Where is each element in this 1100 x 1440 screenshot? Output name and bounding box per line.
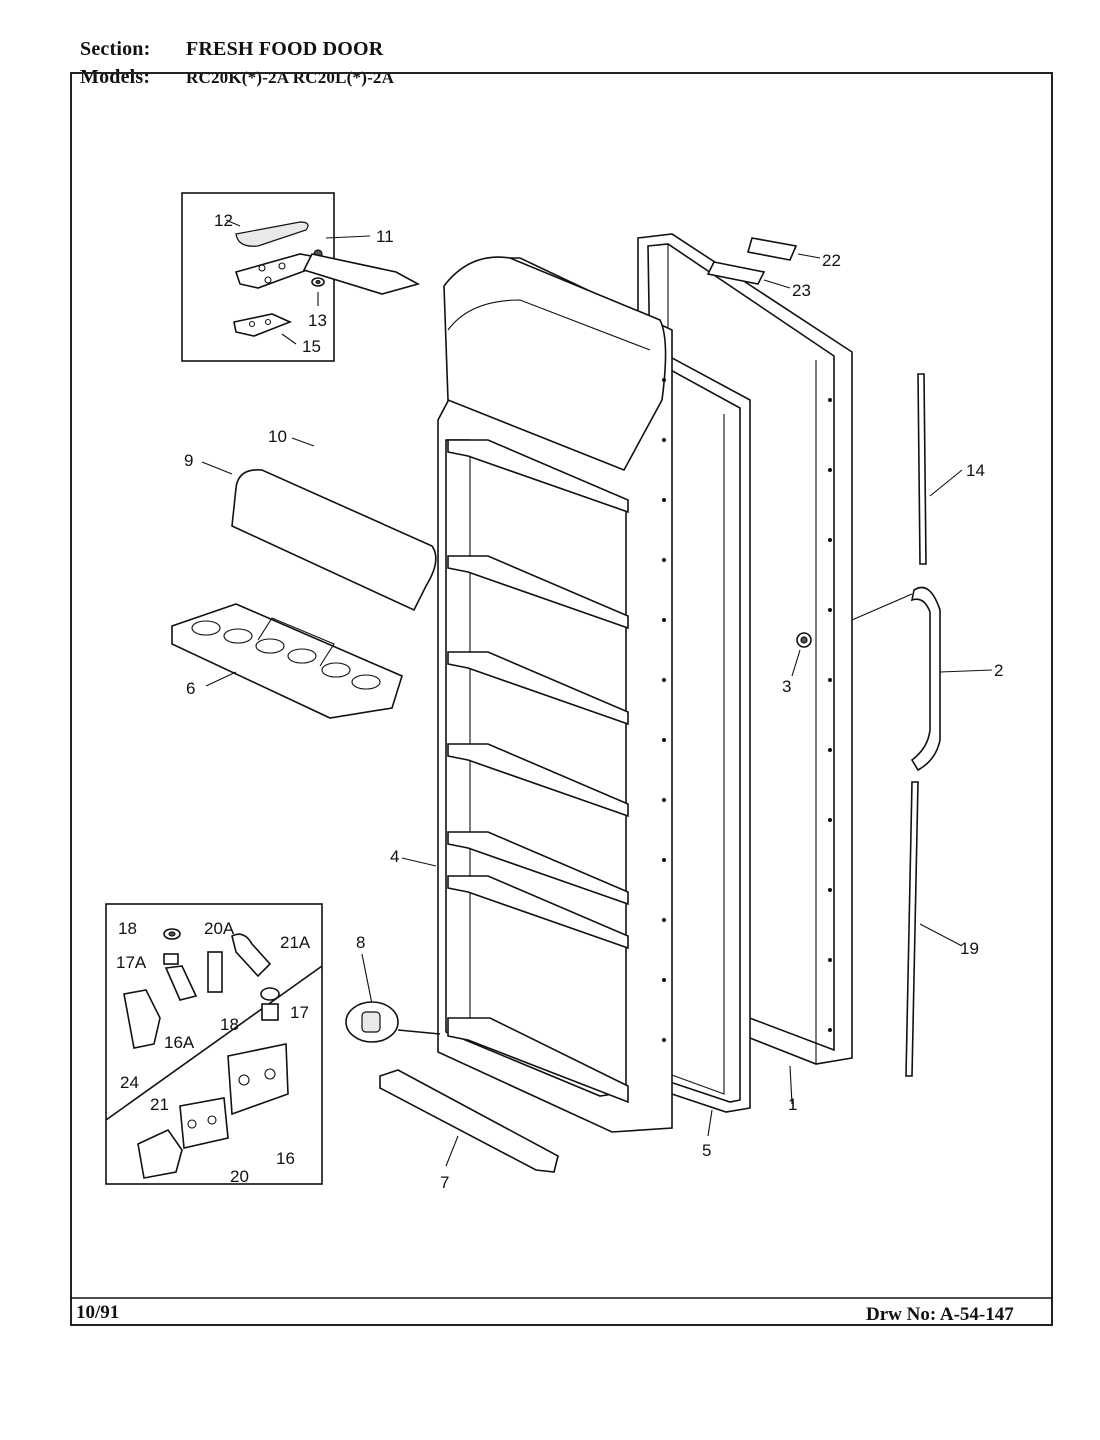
- trim-piece-23-drawing: [706, 261, 766, 285]
- callout-21: 21: [150, 1095, 169, 1114]
- drawing-number: Drw No: A-54-147: [866, 1304, 1014, 1325]
- handle-trim-upper-drawing: [917, 373, 927, 565]
- callout-18-upper: 18: [118, 919, 137, 938]
- callout-21a: 21A: [280, 933, 311, 952]
- drawing-frame: [70, 72, 1053, 1326]
- callout-24: 24: [120, 1073, 139, 1092]
- callout-15: 15: [302, 337, 321, 356]
- callout-19: 19: [960, 939, 979, 958]
- callout-18-lower: 18: [220, 1015, 239, 1034]
- callout-8: 8: [356, 933, 365, 952]
- footer-date: 10/91: [76, 1302, 120, 1323]
- trim-piece-22-drawing: [746, 237, 798, 261]
- callout-5: 5: [702, 1141, 711, 1160]
- callout-20: 20: [230, 1167, 249, 1186]
- hinge-parts-drawing: [123, 928, 289, 1179]
- section-title: FRESH FOOD DOOR: [186, 38, 384, 60]
- inset-box-bottom: [105, 903, 323, 1185]
- callout-16a: 16A: [164, 1033, 195, 1052]
- dairy-door-drawing: [231, 469, 437, 612]
- callout-3: 3: [782, 677, 791, 696]
- callout-14: 14: [966, 461, 985, 480]
- callout-12: 12: [214, 211, 233, 230]
- bottom-trim-drawing: [379, 1069, 559, 1173]
- callout-9: 9: [184, 451, 193, 470]
- section-label: Section:: [80, 38, 151, 60]
- models-label: Models:: [80, 66, 151, 88]
- callout-7: 7: [440, 1173, 449, 1192]
- callout-6: 6: [186, 679, 195, 698]
- callout-17: 17: [290, 1003, 309, 1022]
- door-handle-drawing: [910, 586, 941, 772]
- callout-16: 16: [276, 1149, 295, 1168]
- callout-20a: 20A: [204, 919, 235, 938]
- callout-22: 22: [822, 251, 841, 270]
- callout-1: 1: [788, 1095, 797, 1114]
- callout-4: 4: [390, 847, 399, 866]
- hinge-bracket-drawing: [345, 1001, 441, 1043]
- shelf-cover-drawing: [302, 253, 421, 295]
- callout-17a: 17A: [116, 953, 147, 972]
- egg-tray-drawing: [171, 603, 403, 719]
- callout-23: 23: [792, 281, 811, 300]
- callout-11: 11: [376, 227, 394, 246]
- door-liner-drawing: [437, 256, 832, 1133]
- handle-trim-lower-drawing: [905, 781, 919, 1077]
- inset-divider: [105, 965, 323, 1121]
- callout-10: 10: [268, 427, 287, 446]
- callout-2: 2: [994, 661, 1003, 680]
- callout-13: 13: [308, 311, 327, 330]
